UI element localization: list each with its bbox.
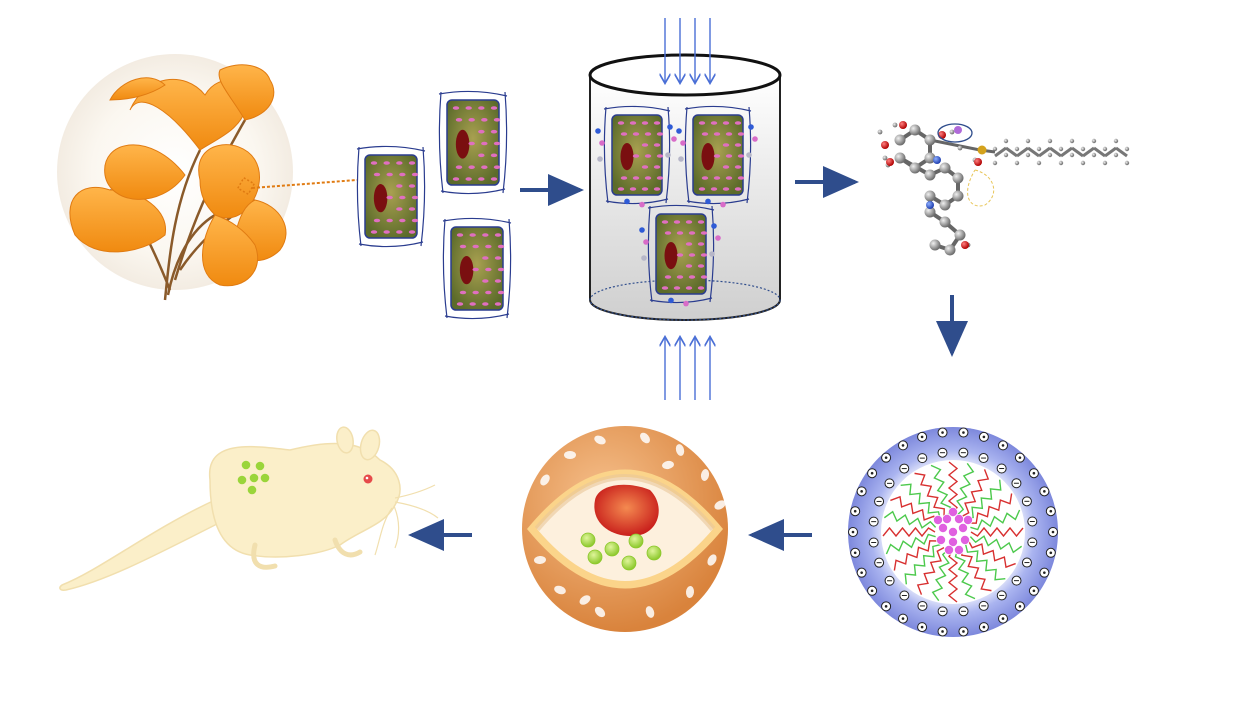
- rays-top: [665, 18, 710, 82]
- ginkgo-leaves-illustration: [57, 54, 358, 301]
- mouse-green-spots: [237, 460, 270, 495]
- molecule-structure: [877, 121, 1130, 256]
- plant-cells-group: [356, 90, 512, 320]
- tumor-drug: [594, 484, 659, 536]
- extraction-vessel: [588, 53, 782, 321]
- plant-cell: [595, 105, 677, 208]
- mouse-eye: [363, 474, 373, 484]
- mouse: [59, 426, 439, 591]
- green-drug-particles: [580, 532, 662, 571]
- liposome-vesicle: [522, 426, 728, 632]
- micelle: [848, 427, 1058, 637]
- rays-bottom: [665, 338, 710, 400]
- plant-cell: [442, 217, 512, 320]
- plant-cell: [676, 105, 758, 208]
- plant-cell: [639, 204, 721, 307]
- plant-cell: [356, 145, 426, 248]
- plant-cell: [438, 90, 508, 195]
